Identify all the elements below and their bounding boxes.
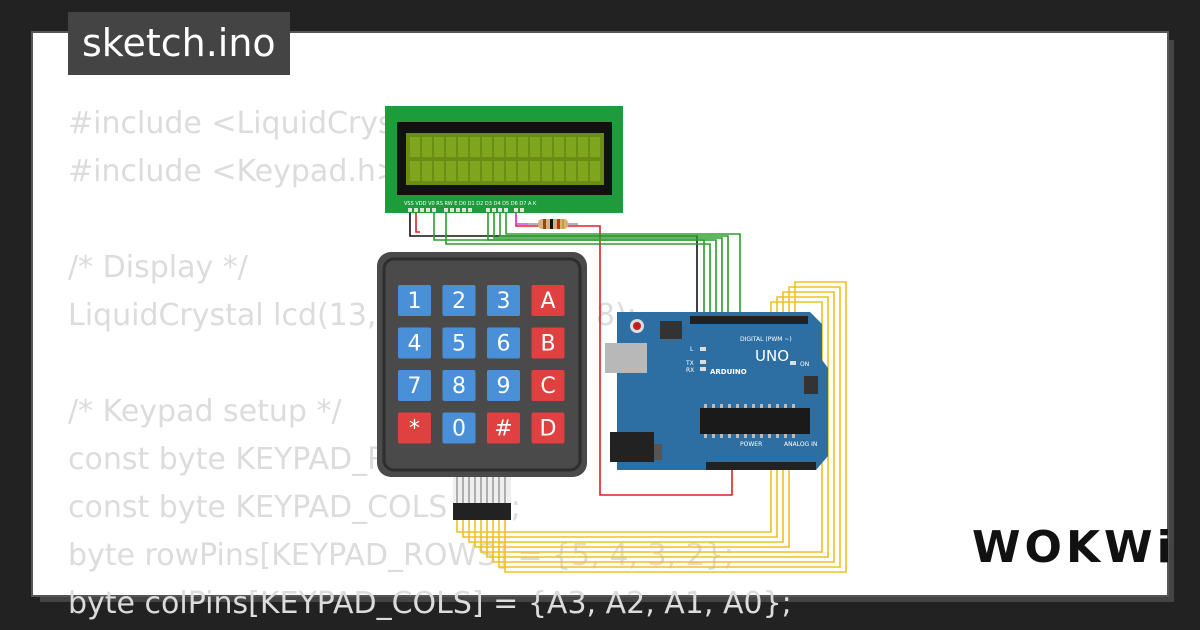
red-wire-lcd-vdd — [415, 212, 420, 233]
keypad-key-label: 3 — [497, 289, 511, 314]
keypad-keys: 1 2 3 A 4 5 6 B 7 8 9 C * 0 # D — [398, 285, 565, 444]
keypad-key[interactable]: 3 — [487, 285, 520, 316]
keypad-wire — [462, 470, 778, 538]
arduino-brand-label: ARDUINO — [710, 368, 747, 376]
keypad-key-face[interactable] — [531, 412, 565, 444]
keypad-key-face[interactable] — [531, 285, 565, 316]
power-jack — [610, 432, 654, 462]
keypad-wire — [468, 470, 784, 543]
keypad[interactable]: 1 2 3 A 4 5 6 B 7 8 9 C * 0 # D — [377, 252, 587, 520]
lcd-data-wire — [445, 212, 711, 318]
atmega-chip — [700, 408, 810, 434]
code-line: /* Keypad setup */ — [68, 394, 342, 429]
pink-wire — [515, 212, 528, 225]
code-line: byte rowPins[KEYPAD_ROWS] = {5, 4, 3, 2}… — [68, 538, 734, 573]
keypad-key[interactable]: 4 — [398, 327, 431, 359]
keypad-key-face[interactable] — [442, 370, 476, 401]
keypad-connector — [453, 477, 511, 520]
keypad-key[interactable]: A — [531, 285, 565, 316]
keypad-key-label: 4 — [408, 332, 422, 357]
lcd-data-wire — [505, 212, 741, 318]
keypad-key[interactable]: D — [531, 412, 565, 444]
keypad-key-label: # — [494, 417, 512, 442]
keypad-key-face[interactable] — [398, 327, 431, 359]
keypad-key-face[interactable] — [487, 412, 520, 444]
keypad-key-label: * — [409, 417, 420, 442]
keypad-key-face[interactable] — [487, 285, 520, 316]
keypad-key-label: 1 — [408, 289, 422, 314]
lcd-character-cells — [410, 137, 600, 181]
keypad-key-face[interactable] — [531, 370, 565, 401]
keypad-key-label: C — [540, 374, 555, 399]
arduino-model-label: UNO — [755, 347, 789, 365]
lcd-data-wires — [433, 212, 741, 318]
keypad-key[interactable]: B — [531, 327, 565, 359]
code-line: byte colPins[KEYPAD_COLS] = {A3, A2, A1,… — [68, 586, 792, 621]
l-label: L — [690, 346, 694, 353]
lcd-data-wire — [493, 212, 723, 318]
keypad-wire — [474, 470, 790, 548]
file-name-badge[interactable]: sketch.ino — [68, 12, 290, 75]
digital-header — [690, 316, 808, 324]
keypad-key-label: 2 — [452, 289, 466, 314]
keypad-key[interactable]: 0 — [442, 412, 476, 444]
keypad-key-label: D — [540, 417, 557, 442]
resistor — [528, 219, 578, 229]
usb-port — [605, 343, 647, 373]
keypad-key[interactable]: * — [398, 412, 431, 444]
keypad-key[interactable]: 1 — [398, 285, 431, 316]
tx-label: TX — [685, 360, 694, 367]
keypad-key-face[interactable] — [531, 327, 565, 359]
keypad-key[interactable]: 8 — [442, 370, 476, 401]
keypad-key[interactable]: 5 — [442, 327, 476, 359]
keypad-key[interactable]: 2 — [442, 285, 476, 316]
keypad-key-label: 5 — [452, 332, 466, 357]
keypad-key-face[interactable] — [487, 370, 520, 401]
lcd-data-wire — [487, 212, 717, 318]
keypad-wire — [504, 281, 847, 573]
keypad-key-face[interactable] — [398, 412, 431, 444]
keypad-key-face[interactable] — [398, 370, 431, 401]
code-line: #include <Keypad.h> — [68, 154, 402, 189]
analog-label: ANALOG IN — [784, 441, 817, 448]
keypad-key-face[interactable] — [442, 327, 476, 359]
keypad-key-label: 8 — [452, 374, 466, 399]
keypad-key[interactable]: 6 — [487, 327, 520, 359]
keypad-key[interactable]: # — [487, 412, 520, 444]
lcd-data-wire — [499, 212, 729, 318]
keypad-key-face[interactable] — [398, 285, 431, 316]
keypad-key-face[interactable] — [442, 412, 476, 444]
on-label: ON — [800, 361, 809, 368]
lcd-pins — [408, 208, 524, 212]
keypad-key-label: 6 — [497, 332, 511, 357]
digital-label: DIGITAL (PWM ~) — [740, 336, 792, 343]
keypad-key-face[interactable] — [442, 285, 476, 316]
keypad-wire — [456, 470, 772, 533]
keypad-key-label: B — [540, 332, 555, 357]
code-line: /* Display */ — [68, 250, 248, 285]
keypad-key-label: 0 — [452, 417, 466, 442]
keypad-key[interactable]: 7 — [398, 370, 431, 401]
wokwi-logo: WOKWi — [972, 522, 1176, 573]
keypad-key[interactable]: 9 — [487, 370, 520, 401]
keypad-key-label: 7 — [408, 374, 422, 399]
lcd-display[interactable]: VSS VDD V0 RS RW E D0 D1 D2 D3 D4 D5 D6 … — [385, 106, 623, 213]
power-analog-header — [706, 462, 816, 470]
lcd-pin-labels: VSS VDD V0 RS RW E D0 D1 D2 D3 D4 D5 D6 … — [404, 201, 537, 207]
keypad-key-face[interactable] — [487, 327, 520, 359]
arduino-uno[interactable]: UNO ARDUINO DIGITAL (PWM ~) POWER ANALOG… — [605, 312, 828, 470]
keypad-wire — [492, 291, 835, 563]
power-label: POWER — [740, 441, 762, 448]
rx-label: RX — [686, 367, 694, 374]
keypad-wire — [498, 286, 841, 568]
keypad-key-label: A — [540, 289, 555, 314]
keypad-key[interactable]: C — [531, 370, 565, 401]
keypad-key-label: 9 — [497, 374, 511, 399]
